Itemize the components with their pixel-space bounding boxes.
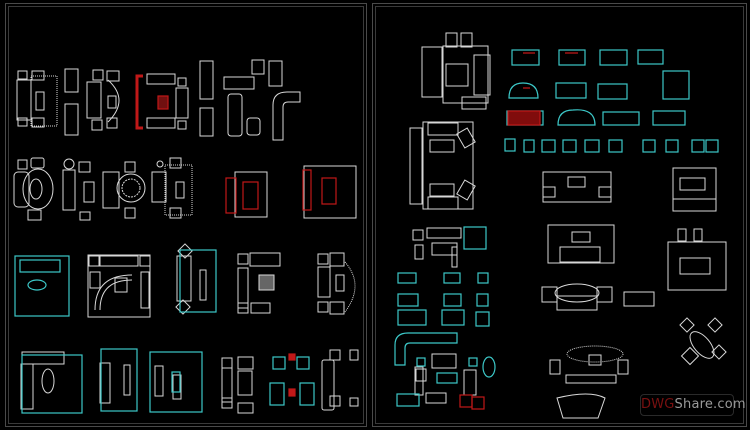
watermark: DWGShare.com [640,394,746,416]
right-sheet-inner-border [375,6,744,424]
watermark-share: Share.com [674,397,746,412]
left-sheet-inner-border [8,6,364,424]
left-sheet-border [5,3,367,427]
sofa-set-2 [86,69,120,131]
sofa-set-red [146,73,189,130]
watermark-dwg: DWG [641,397,675,412]
round-sofa [13,157,54,221]
right-sheet-border [372,3,747,427]
sofa-set-1 [16,70,58,128]
